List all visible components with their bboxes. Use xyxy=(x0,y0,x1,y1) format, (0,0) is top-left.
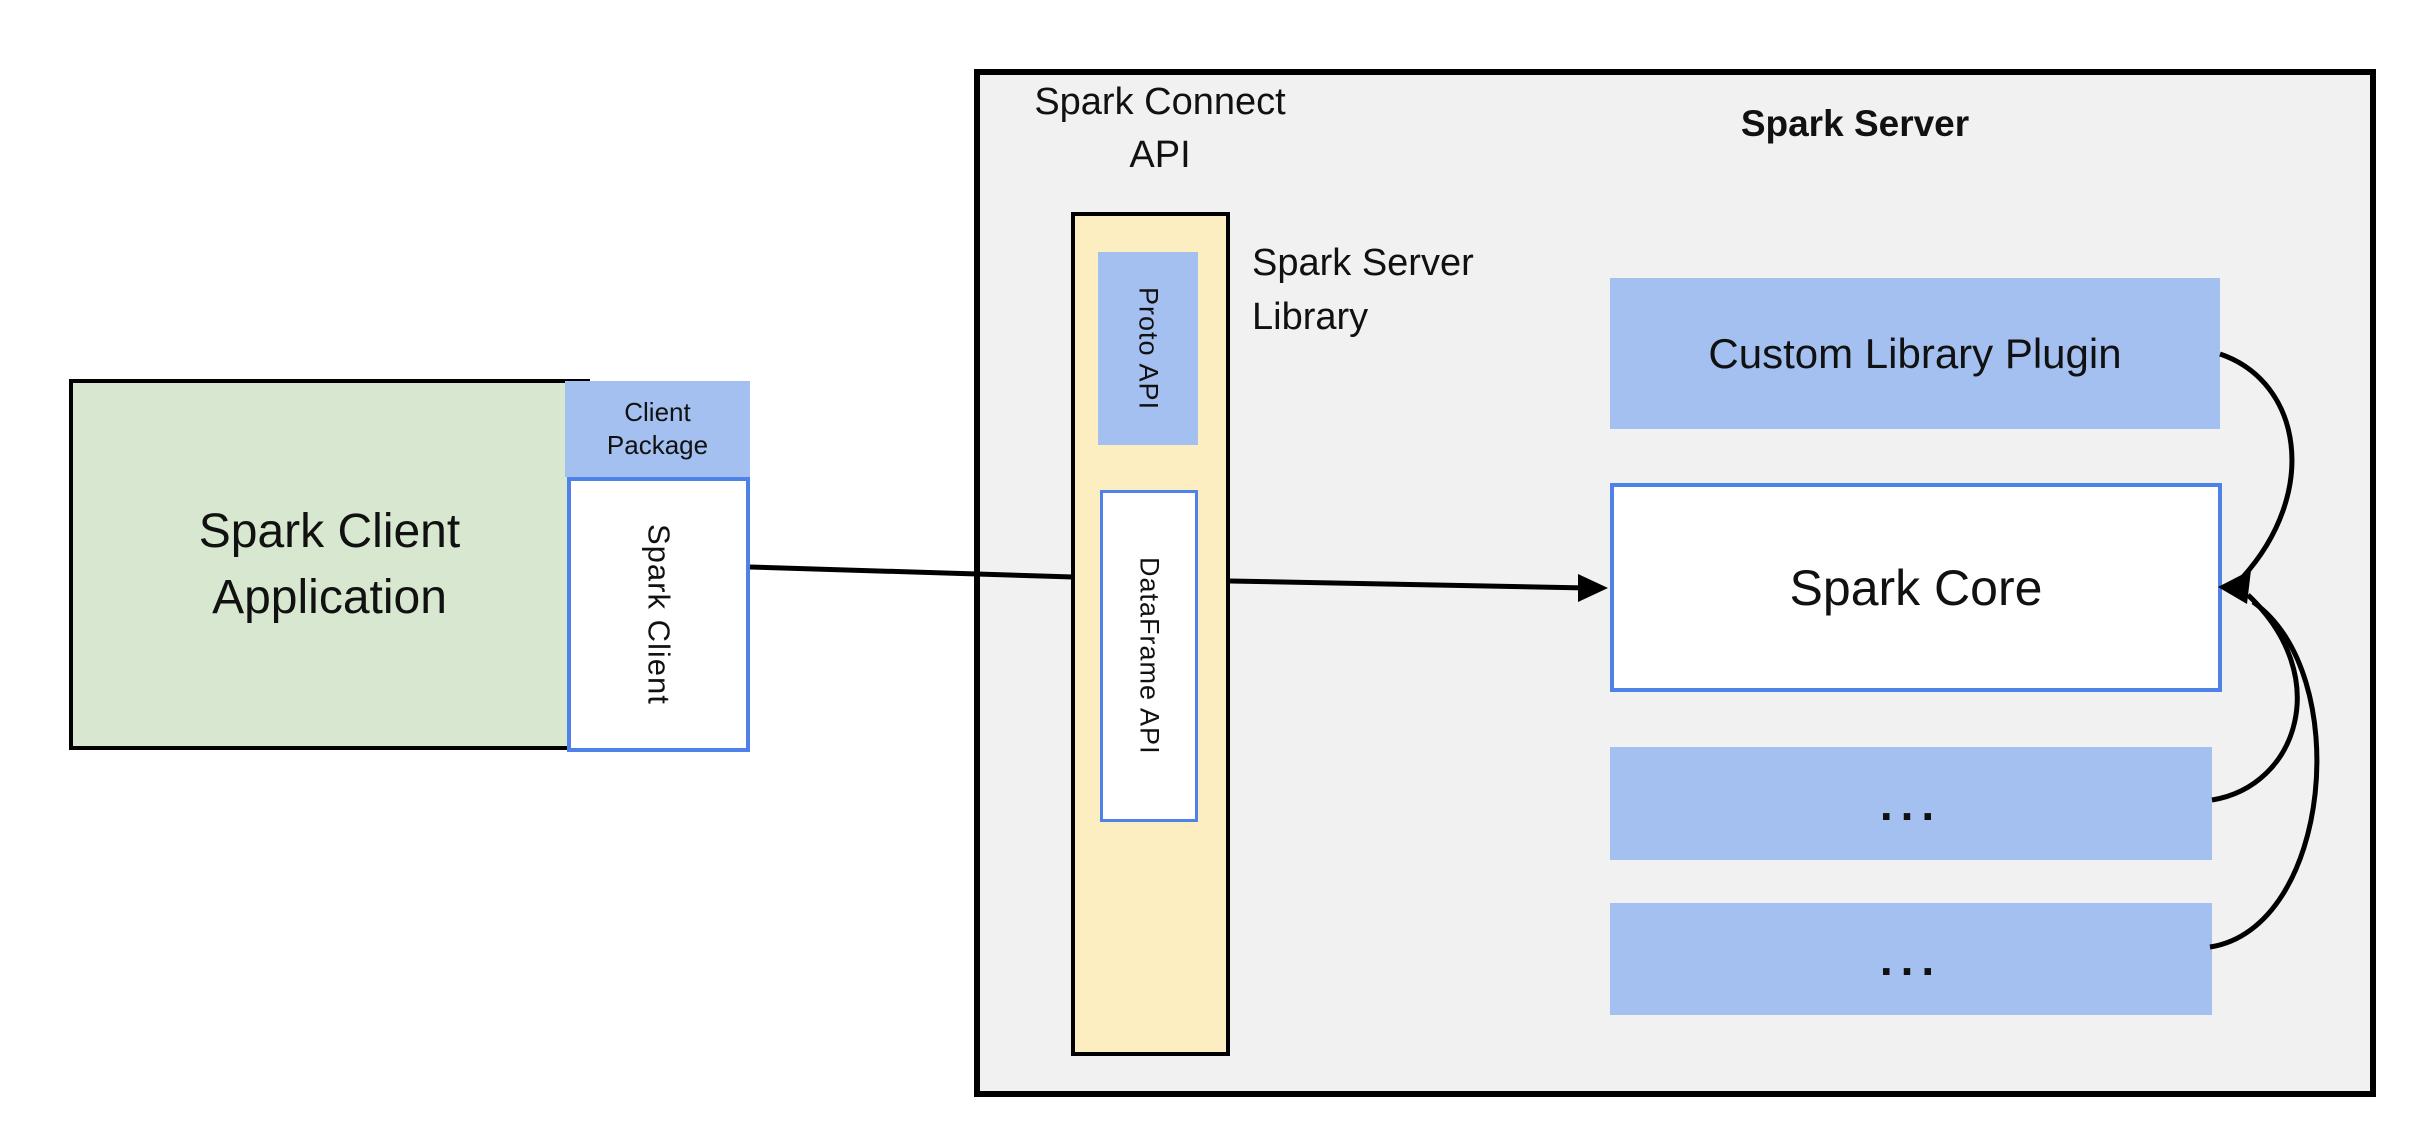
dataframe-api-box: DataFrame API xyxy=(1100,490,1198,822)
proto-api-box: Proto API xyxy=(1098,252,1198,445)
client-package-box: Client Package xyxy=(565,381,750,477)
spark-connect-api-label: Spark Connect API xyxy=(975,76,1345,182)
spark-connect-api-label-line2: API xyxy=(1129,134,1191,176)
client-package-line1: Client xyxy=(624,397,691,427)
custom-library-plugin-label: Custom Library Plugin xyxy=(1708,329,2122,377)
spark-core-label: Spark Core xyxy=(1789,559,2043,616)
spark-server-library-label-line1: Spark Server xyxy=(1252,242,1474,284)
ellipsis-label-2: ... xyxy=(1879,933,1943,985)
spark-client-application-line1: Spark Client xyxy=(198,504,461,558)
spark-server-title: Spark Server xyxy=(1740,103,1970,144)
dataframe-api-label: DataFrame API xyxy=(1134,557,1165,755)
other-plugin-box-2: ... xyxy=(1610,903,2212,1015)
spark-client-box: Spark Client xyxy=(567,477,750,752)
custom-library-plugin-box: Custom Library Plugin xyxy=(1610,278,2220,429)
proto-api-label: Proto API xyxy=(1133,286,1164,411)
ellipsis-label-1: ... xyxy=(1879,777,1943,830)
client-package-label: Client Package xyxy=(607,396,708,462)
spark-connect-api-label-line1: Spark Connect xyxy=(1034,81,1286,123)
spark-client-application-line2: Application xyxy=(212,570,447,624)
spark-server-library-label: Spark Server Library xyxy=(1252,236,1582,344)
spark-core-box: Spark Core xyxy=(1610,483,2222,692)
other-plugin-box-1: ... xyxy=(1610,747,2212,860)
spark-client-application-box: Spark Client Application xyxy=(69,379,590,750)
client-package-line2: Package xyxy=(606,430,709,460)
spark-server-library-label-line2: Library xyxy=(1252,296,1369,338)
spark-client-label: Spark Client xyxy=(641,524,677,705)
spark-client-application-label: Spark Client Application xyxy=(199,499,460,631)
